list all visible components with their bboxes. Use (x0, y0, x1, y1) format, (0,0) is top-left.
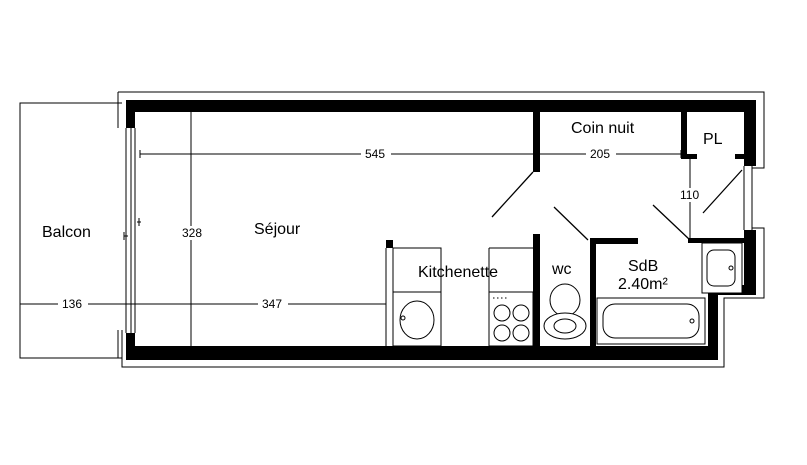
window-left (123, 128, 141, 333)
dimension-205: 205 (590, 147, 610, 161)
toilet-fixture (543, 283, 587, 340)
dimension-136: 136 (62, 297, 82, 311)
room-label-wc: wc (551, 261, 572, 278)
dimension-labels: 545 205 328 110 136 347 (58, 147, 707, 311)
kitchenette-fixtures (385, 247, 534, 347)
room-label-balcon: Balcon (42, 224, 91, 241)
room-label-sejour: Séjour (254, 221, 301, 238)
balcony-outline (19, 102, 122, 359)
dimension-110: 110 (680, 188, 699, 202)
dimension-545: 545 (365, 147, 385, 161)
room-label-sdb: SdB (628, 258, 658, 275)
room-label-pl: PL (703, 131, 723, 148)
outer-contour (118, 91, 765, 368)
bathtub-fixture (596, 297, 706, 345)
washbasin-fixture (701, 242, 743, 294)
dimension-347: 347 (262, 297, 282, 311)
room-area-sdb: 2.40m² (618, 276, 668, 293)
doors (491, 169, 743, 241)
room-label-coin-nuit: Coin nuit (571, 120, 635, 137)
room-label-kitchenette: Kitchenette (418, 264, 498, 281)
dimension-328: 328 (182, 226, 202, 240)
window-right (743, 166, 753, 230)
